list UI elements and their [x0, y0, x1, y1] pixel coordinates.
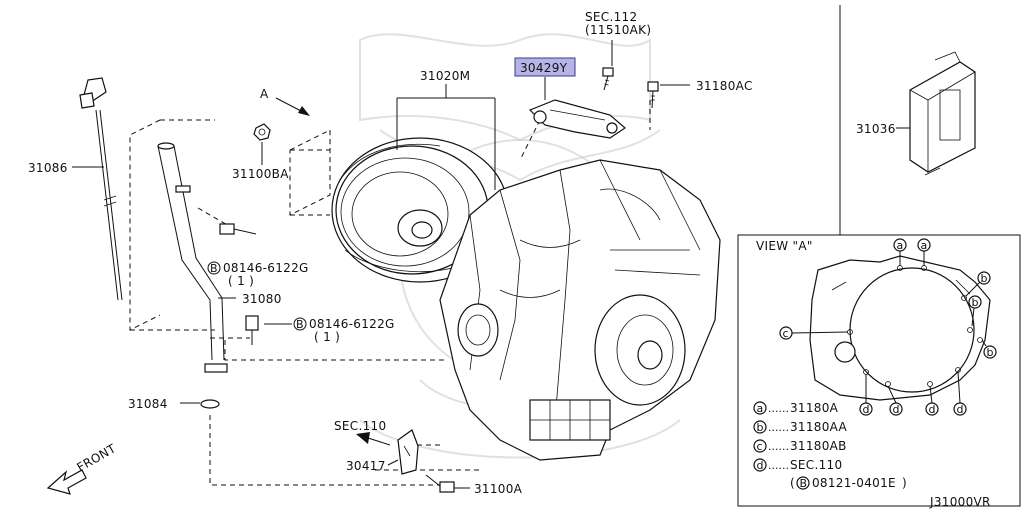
label-31180AC: 31180AC	[696, 79, 753, 93]
diagram-code: J31000VR	[929, 495, 991, 509]
bracket-30429Y	[528, 99, 626, 139]
bracket-30417	[397, 429, 419, 475]
label-bolt-b: B	[210, 262, 218, 275]
label-31086: 31086	[28, 161, 68, 175]
o-ring-31084	[200, 399, 220, 409]
callout-d-4: d	[957, 403, 964, 416]
legend-sub-prefix: B	[800, 477, 808, 490]
callout-d-1: d	[863, 403, 870, 416]
callout-b-3: b	[987, 346, 994, 359]
label-30417: 30417	[346, 459, 386, 473]
label-front: FRONT	[75, 441, 119, 475]
circle-b-icon	[293, 317, 307, 331]
view-a-legend: a ...... 31180A b ...... 31180AA c .....…	[753, 401, 907, 490]
label-31100A: 31100A	[474, 482, 523, 496]
callout-b-2: b	[972, 296, 979, 309]
front-arrow-icon	[46, 469, 87, 495]
frames	[737, 5, 1021, 507]
svg-text:......: ......	[768, 402, 789, 415]
legend-text-b: 31180AA	[790, 420, 848, 434]
legend-text-a: 31180A	[790, 401, 839, 415]
label-31100BA: 31100BA	[232, 167, 289, 181]
label-31084: 31084	[128, 397, 168, 411]
nut-31100BA	[253, 123, 271, 141]
circle-b-icon	[207, 261, 221, 275]
legend-sub: 08121-0401E	[812, 476, 896, 490]
legend-key-b: b	[757, 421, 764, 434]
view-a-panel: VIEW "A"	[753, 238, 997, 490]
svg-text:(: (	[790, 476, 795, 490]
label-08146-b: 08146-6122G	[309, 317, 395, 331]
view-a-callout-lines	[791, 250, 987, 404]
label-08146-a-qty: ( 1 )	[228, 274, 254, 288]
tcm-31036	[909, 51, 976, 176]
dipstick-31086	[79, 77, 123, 301]
bolt-icon	[647, 81, 659, 109]
bolt-icon	[425, 474, 455, 493]
circle-b-icon	[796, 476, 810, 490]
callout-a-2: a	[921, 239, 928, 252]
callout-c-1: c	[783, 327, 789, 340]
view-a-port	[834, 341, 856, 363]
transaxle-case	[439, 159, 721, 461]
label-31020M: 31020M	[420, 69, 470, 83]
fill-tube-31080	[157, 142, 228, 373]
label-sec110: SEC.110	[334, 419, 386, 433]
label-bolt-b-2: B	[296, 318, 304, 331]
bolt-icon	[602, 67, 614, 91]
view-a-callouts: a a b b b c d d d d	[779, 238, 997, 416]
svg-text:......: ......	[768, 421, 789, 434]
label-31036: 31036	[856, 122, 896, 136]
label-sec112-sub: (11510AK)	[585, 23, 651, 37]
legend-text-d: SEC.110	[790, 458, 842, 472]
reference-lines	[129, 100, 651, 486]
callout-d-3: d	[929, 403, 936, 416]
highlight-box-30429Y	[514, 57, 576, 77]
label-view-a: A	[260, 87, 269, 101]
label-30429Y: 30429Y	[520, 61, 568, 75]
bolt-icon	[219, 223, 257, 235]
legend-key-d: d	[757, 459, 764, 472]
callout-b-1: b	[981, 272, 988, 285]
label-31080: 31080	[242, 292, 282, 306]
svg-text:......: ......	[768, 440, 789, 453]
svg-text:): )	[902, 476, 907, 490]
legend-key-a: a	[757, 402, 764, 415]
view-a-arrow-icon	[275, 97, 310, 116]
label-sec112: SEC.112	[585, 10, 637, 24]
callout-d-2: d	[893, 403, 900, 416]
bolt-icon	[245, 315, 259, 345]
legend-text-c: 31180AB	[790, 439, 847, 453]
view-a-title: VIEW "A"	[756, 239, 813, 253]
legend-key-c: c	[757, 440, 763, 453]
label-08146-b-qty: ( 1 )	[314, 330, 340, 344]
view-a-bore	[849, 267, 975, 393]
svg-text:......: ......	[768, 459, 789, 472]
sec110-arrow-icon	[356, 432, 391, 446]
callout-a-1: a	[897, 239, 904, 252]
leader-lines	[72, 40, 910, 489]
label-08146-a: 08146-6122G	[223, 261, 309, 275]
